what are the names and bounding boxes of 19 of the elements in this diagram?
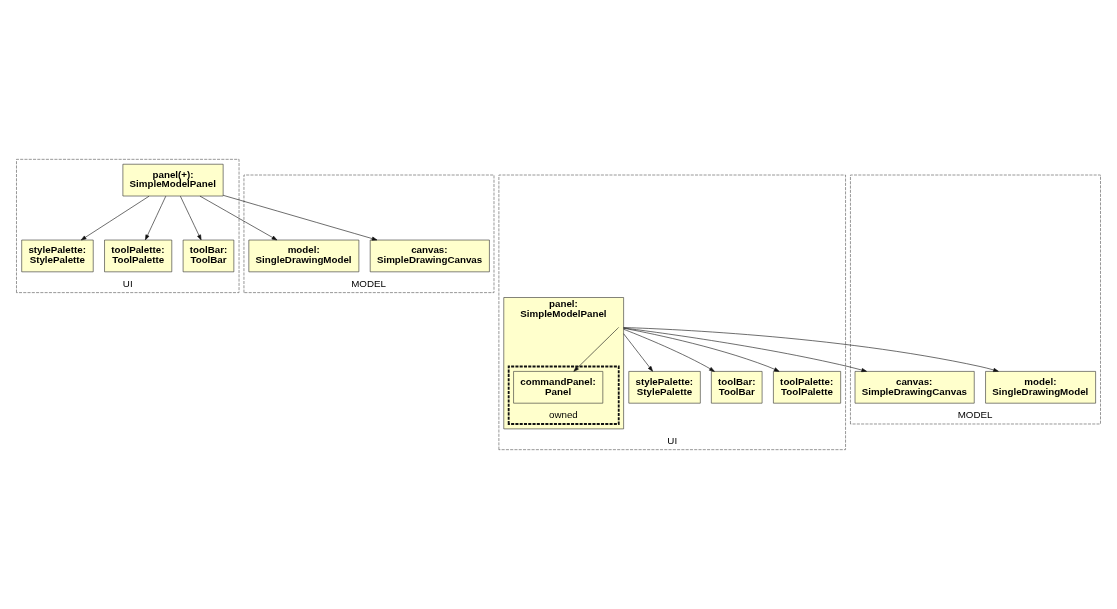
arrow [80,195,150,241]
node-box: toolPalette: ToolPalette [104,239,173,273]
node-box: model: SingleDrawingModel [248,239,360,273]
arrow [573,327,619,372]
node-box: stylePalette: StylePalette [21,239,94,273]
arrow [180,195,202,241]
node-box: commandPanel: Panel [513,371,604,404]
node-box: model: SingleDrawingModel [985,371,1096,404]
node-box: toolBar: ToolBar [182,239,235,273]
node-box: canvas: SimpleDrawingCanvas [854,371,975,404]
arrow [199,195,278,241]
node-box: canvas: SimpleDrawingCanvas [369,239,490,273]
arrow [223,195,378,241]
node-box: stylePalette: StylePalette [628,371,701,404]
node-box: toolBar: ToolBar [711,371,763,404]
node-box: toolPalette: ToolPalette [773,371,841,404]
arrow [623,327,999,372]
arrow [145,195,167,241]
node-box: panel(+): SimpleModelPanel [122,163,224,197]
